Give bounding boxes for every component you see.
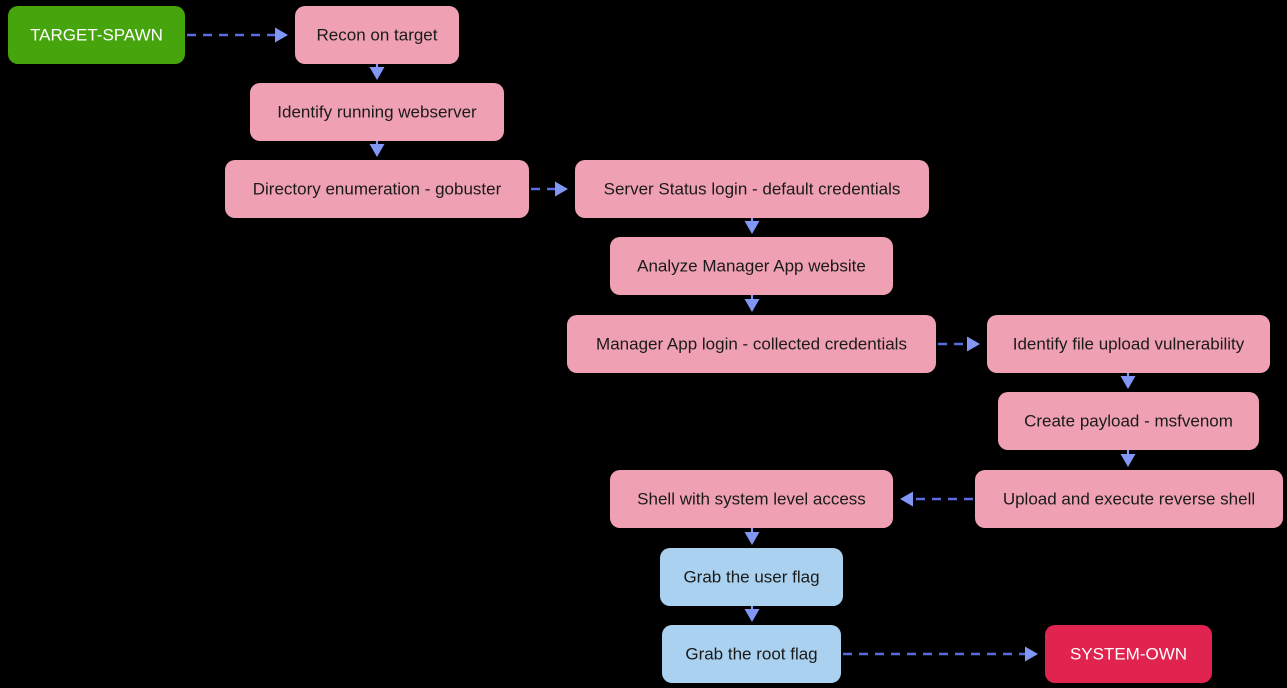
node-shape[interactable] (575, 160, 929, 218)
flow-node-identify-file-upload-vulnerability[interactable]: Identify file upload vulnerability (987, 315, 1270, 373)
flow-edge (900, 491, 973, 507)
node-label: Grab the root flag (685, 644, 817, 663)
edge-arrowhead-down (1120, 454, 1136, 467)
flow-node-target-spawn[interactable]: TARGET-SPAWN (8, 6, 185, 64)
flow-edge (843, 646, 1038, 662)
node-label: Server Status login - default credential… (604, 179, 901, 198)
node-label: TARGET-SPAWN (30, 25, 163, 44)
node-label: Identify running webserver (277, 102, 477, 121)
flow-edge (1120, 450, 1136, 467)
edge-arrowhead-right (555, 181, 568, 197)
flow-node-grab-the-user-flag[interactable]: Grab the user flag (660, 548, 843, 606)
flow-edge (744, 218, 760, 234)
node-shape[interactable] (998, 392, 1259, 450)
node-shape[interactable] (610, 470, 893, 528)
edge-arrowhead-right (275, 27, 288, 43)
edges-layer (187, 27, 1136, 662)
edge-arrowhead-down (1120, 376, 1136, 389)
edge-arrowhead-down (744, 299, 760, 312)
node-shape[interactable] (987, 315, 1270, 373)
node-shape[interactable] (660, 548, 843, 606)
node-label: Directory enumeration - gobuster (253, 179, 502, 198)
edge-arrowhead-down (744, 609, 760, 622)
flow-edge (369, 141, 385, 157)
edge-arrowhead-down (744, 532, 760, 545)
node-label: Analyze Manager App website (637, 256, 866, 275)
node-shape[interactable] (567, 315, 936, 373)
edge-arrowhead-left (900, 491, 913, 507)
node-shape[interactable] (662, 625, 841, 683)
node-shape[interactable] (250, 83, 504, 141)
edge-arrowhead-down (369, 67, 385, 80)
flow-node-analyze-manager-app-website[interactable]: Analyze Manager App website (610, 237, 893, 295)
node-label: Shell with system level access (637, 489, 866, 508)
node-label: Create payload - msfvenom (1024, 411, 1233, 430)
node-shape[interactable] (975, 470, 1283, 528)
flow-node-identify-running-webserver[interactable]: Identify running webserver (250, 83, 504, 141)
node-shape[interactable] (295, 6, 459, 64)
flow-edge (744, 528, 760, 545)
flow-edge (744, 295, 760, 312)
node-label: Identify file upload vulnerability (1013, 334, 1245, 353)
flow-edge (744, 606, 760, 622)
flow-node-upload-and-execute-reverse-shell[interactable]: Upload and execute reverse shell (975, 470, 1283, 528)
node-shape[interactable] (225, 160, 529, 218)
node-label: Manager App login - collected credential… (596, 334, 907, 353)
flow-node-server-status-login[interactable]: Server Status login - default credential… (575, 160, 929, 218)
flow-node-directory-enumeration-gobuster[interactable]: Directory enumeration - gobuster (225, 160, 529, 218)
node-label: Grab the user flag (683, 567, 819, 586)
flow-node-create-payload-msfvenom[interactable]: Create payload - msfvenom (998, 392, 1259, 450)
node-shape[interactable] (1045, 625, 1212, 683)
edge-arrowhead-right (1025, 646, 1038, 662)
flow-edge (531, 181, 568, 197)
flow-node-shell-with-system-level-access[interactable]: Shell with system level access (610, 470, 893, 528)
flow-node-manager-app-login[interactable]: Manager App login - collected credential… (567, 315, 936, 373)
flow-node-recon-on-target[interactable]: Recon on target (295, 6, 459, 64)
flow-edge (1120, 373, 1136, 389)
edge-arrowhead-down (744, 221, 760, 234)
node-label: Upload and execute reverse shell (1003, 489, 1255, 508)
flow-edge (187, 27, 288, 43)
node-shape[interactable] (610, 237, 893, 295)
edge-arrowhead-right (967, 336, 980, 352)
flow-node-system-own[interactable]: SYSTEM-OWN (1045, 625, 1212, 683)
node-shape[interactable] (8, 6, 185, 64)
flow-edge (369, 64, 385, 80)
edge-arrowhead-down (369, 144, 385, 157)
node-label: SYSTEM-OWN (1070, 644, 1187, 663)
node-label: Recon on target (317, 25, 438, 44)
flow-node-grab-the-root-flag[interactable]: Grab the root flag (662, 625, 841, 683)
flow-edge (938, 336, 980, 352)
